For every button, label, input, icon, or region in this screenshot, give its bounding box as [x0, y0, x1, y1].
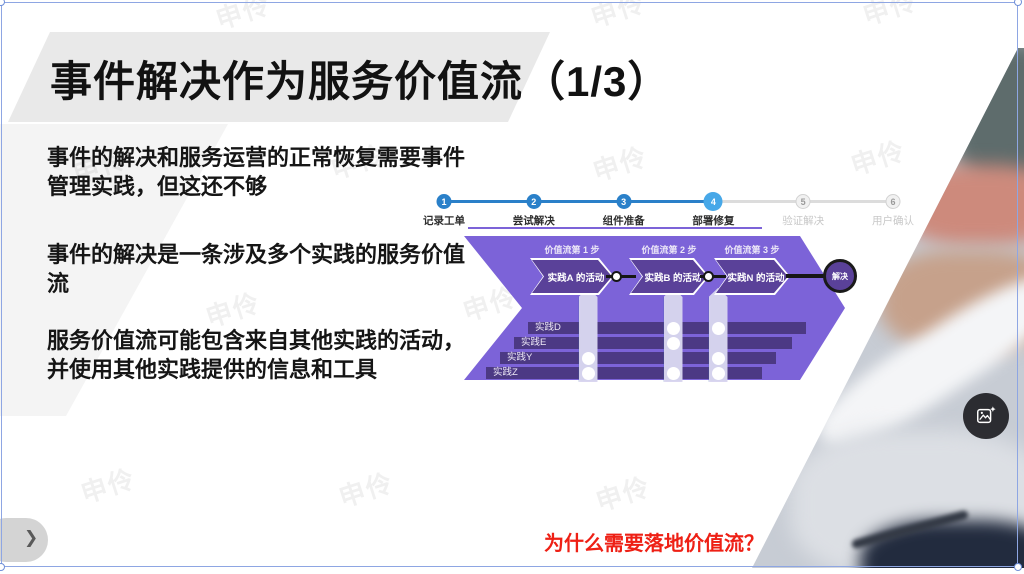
watermark-text: 申伶	[335, 467, 398, 513]
image-tool-button[interactable]	[963, 393, 1009, 439]
chevron-right-icon: ❯	[24, 528, 39, 547]
watermark-text: 申伶	[859, 0, 922, 31]
value-stream-step-label: 价值流第 3 步	[724, 245, 780, 255]
stepper-dot-3: 3	[616, 194, 632, 209]
stepper-dot-4: 4	[703, 192, 723, 211]
activity-label: 实践A 的活动	[547, 272, 605, 284]
stepper-label: 记录工单	[423, 215, 465, 227]
watermark-text: 申伶	[589, 141, 652, 187]
activity-chevron: 实践B 的活动	[629, 258, 709, 295]
stepper-step-1: 1 记录工单	[399, 186, 489, 228]
activity-column	[663, 288, 683, 382]
stepper-step-6: 6 用户确认	[848, 186, 938, 228]
stepper-step-2: 2 尝试解决	[489, 186, 579, 228]
stepper-line-done	[444, 200, 713, 203]
activity-chevron-fill: 实践N 的活动	[716, 260, 788, 293]
activity-chevron-fill: 实践B 的活动	[631, 260, 707, 293]
title-background-parallelogram	[8, 32, 550, 122]
column-practice-dot	[666, 366, 680, 380]
activity-chevron: 实践A 的活动	[530, 258, 614, 295]
image-sparkle-icon	[975, 405, 997, 427]
stepper-dot-6: 6	[885, 194, 901, 209]
column-practice-dot	[581, 366, 595, 380]
activity-chevron-fill: 实践A 的活动	[532, 260, 612, 293]
body-paragraph-1: 事件的解决和服务运营的正常恢复需要事件管理实践，但这还不够	[47, 145, 466, 200]
stepper-dot-1: 1	[436, 194, 452, 209]
resolution-end-label: 解决	[832, 271, 848, 281]
stepper-dot-2: 2	[526, 194, 542, 209]
practice-bar-label: 实践D	[535, 322, 561, 333]
value-stream-step-label: 价值流第 2 步	[641, 245, 697, 255]
activity-label: 实践B 的活动	[644, 272, 702, 284]
column-practice-dot	[711, 366, 725, 380]
stepper-label: 部署修复	[692, 215, 735, 227]
chevron-connector-node	[702, 271, 714, 282]
selection-handle[interactable]	[0, 0, 5, 6]
practice-bar-label: 实践Z	[493, 367, 518, 378]
page-title: 事件解决作为服务价值流（1/3）	[50, 58, 671, 105]
practice-bar: 实践Y	[500, 352, 776, 364]
selection-handle[interactable]	[1014, 563, 1022, 571]
value-stream-step-label: 价值流第 1 步	[544, 245, 600, 255]
connector-to-end	[786, 274, 828, 278]
stepper-step-4: 4 部署修复	[668, 186, 758, 228]
stepper-label: 验证解决	[782, 215, 825, 227]
column-practice-dot	[666, 336, 680, 350]
chevron-connector-node	[610, 271, 622, 282]
value-stream-underline	[468, 227, 762, 229]
stepper-label: 用户确认	[872, 215, 914, 227]
stepper-label: 组件准备	[602, 215, 645, 227]
watermark-text: 申伶	[77, 463, 140, 509]
practice-bar: 实践Z	[486, 367, 762, 379]
watermark-text: 申伶	[592, 471, 655, 517]
stepper-step-5: 5 验证解决	[758, 186, 848, 228]
practice-bar: 实践E	[514, 337, 792, 349]
stepper-dot-5: 5	[795, 194, 811, 209]
body-paragraph-2: 事件的解决是一条涉及多个实践的服务价值流	[47, 242, 466, 297]
watermark-text: 申伶	[587, 0, 650, 33]
column-practice-dot	[666, 321, 680, 335]
footer-question: 为什么需要落地价值流？	[544, 533, 764, 555]
stepper-step-3: 3 组件准备	[579, 186, 669, 228]
column-practice-dot	[581, 351, 595, 365]
selection-handle[interactable]	[0, 563, 5, 571]
photo-navy-corner	[860, 520, 1024, 568]
body-paragraph-3: 服务价值流可能包含来自其他实践的活动，并使用其他实践提供的信息和工具	[47, 328, 466, 383]
watermark-text: 申伶	[847, 135, 910, 181]
column-practice-dot	[711, 321, 725, 335]
watermark-text: 申伶	[212, 0, 275, 35]
selection-handle[interactable]	[1014, 0, 1022, 6]
practice-bar-label: 实践Y	[507, 352, 533, 363]
sidebar-collapse-tab[interactable]: ❯	[0, 518, 48, 562]
practice-bar-label: 实践E	[521, 337, 547, 348]
column-practice-dot	[711, 351, 725, 365]
activity-label: 实践N 的活动	[727, 272, 785, 284]
stepper-label: 尝试解决	[512, 215, 555, 227]
resolution-end-circle: 解决	[823, 259, 857, 293]
